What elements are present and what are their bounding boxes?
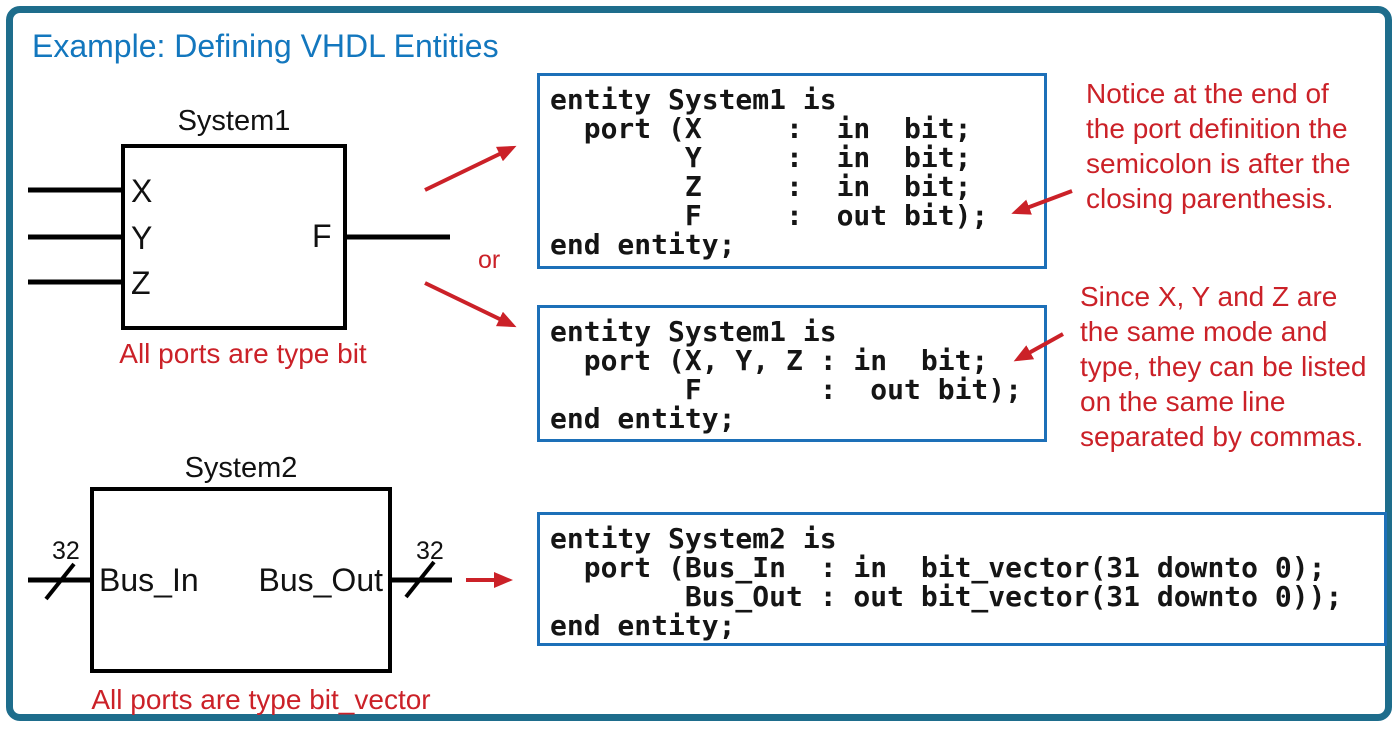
system1-port-z-label: Z (131, 265, 151, 301)
system2-caption: All ports are type bit_vector (91, 684, 431, 715)
bus-width-left-label: 32 (52, 537, 80, 565)
annotation-line: Since X, Y and Z are (1080, 281, 1338, 312)
annotation-line: type, they can be listed (1080, 351, 1367, 382)
annotation-line: semicolon is after the (1086, 148, 1351, 179)
system1-port-f-label: F (312, 218, 332, 254)
code-text-2: entity System1 is port (X, Y, Z : in bit… (550, 315, 1023, 435)
or-label: or (478, 246, 501, 274)
annotation-line: the same mode and (1080, 316, 1328, 347)
system1-label: System1 (177, 105, 291, 137)
slide-border-frame (6, 6, 1392, 721)
system1-box (121, 144, 347, 330)
annotation-semicolon-note: Notice at the end of the port definition… (1086, 76, 1351, 216)
system2-box (90, 487, 392, 673)
code-text-3: entity System2 is port (Bus_In : in bit_… (550, 522, 1343, 642)
system1-port-y-label: Y (131, 220, 153, 256)
annotation-line: Notice at the end of (1086, 78, 1329, 109)
annotation-comma-note: Since X, Y and Z are the same mode and t… (1080, 279, 1366, 454)
code-box-1: entity System1 is port (X : in bit; Y : … (537, 73, 1047, 269)
system1-port-x-label: X (131, 173, 153, 209)
bus-width-right-label: 32 (416, 537, 444, 565)
code-box-3: entity System2 is port (Bus_In : in bit_… (537, 512, 1387, 646)
system2-label: System2 (184, 452, 298, 484)
annotation-line: the port definition the (1086, 113, 1348, 144)
system2-port-busin-label: Bus_In (99, 562, 199, 598)
annotation-line: on the same line (1080, 386, 1286, 417)
system1-caption: All ports are type bit (119, 338, 367, 369)
system2-port-busout-label: Bus_Out (258, 562, 383, 598)
annotation-line: separated by commas. (1080, 421, 1364, 452)
page-title: Example: Defining VHDL Entities (32, 28, 499, 64)
code-text-1: entity System1 is port (X : in bit; Y : … (550, 83, 989, 261)
annotation-line: closing parenthesis. (1086, 183, 1334, 214)
code-box-2: entity System1 is port (X, Y, Z : in bit… (537, 305, 1047, 442)
